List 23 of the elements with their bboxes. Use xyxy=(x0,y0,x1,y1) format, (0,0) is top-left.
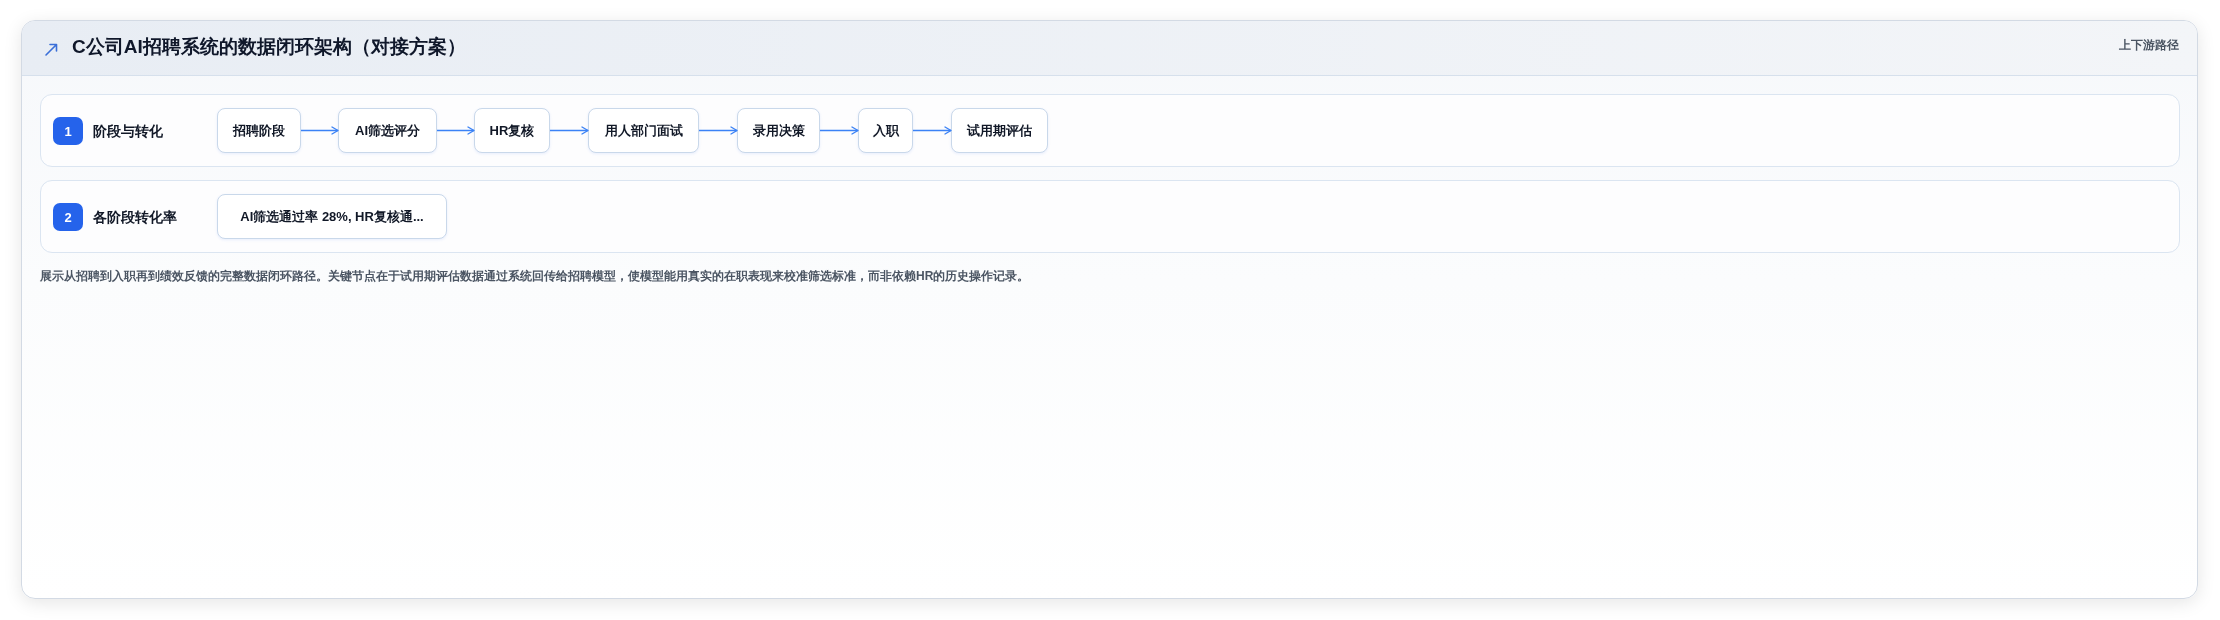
step-box: 用人部门面试 xyxy=(588,108,699,153)
header-link-text: 上下游路径 xyxy=(2119,37,2179,53)
row-panel xyxy=(40,94,2180,167)
arrow xyxy=(819,126,859,135)
step-box: 录用决策 xyxy=(737,108,820,153)
step-box: 招聘阶段 xyxy=(217,108,301,153)
step-box: 入职 xyxy=(858,108,913,153)
number-badge: 1 xyxy=(53,117,83,145)
caption: 展示从招聘到入职再到绩效反馈的完整数据闭环路径。关键节点在于试用期评估数据通过系统回传给招聘模型，使模型能用真实的在职表现来校准筛选标准，而非依赖HR的历史操作记录。 xyxy=(40,268,1030,284)
step-box: AI筛选评分 xyxy=(338,108,437,153)
arrow xyxy=(436,126,475,135)
arrow xyxy=(549,126,589,135)
step-box: HR复核 xyxy=(474,108,550,153)
row-panel xyxy=(40,180,2180,253)
title: C公司AI招聘系统的数据闭环架构（对接方案） xyxy=(72,35,466,59)
row-label: 各阶段转化率 xyxy=(93,207,177,226)
step-box: 试用期评估 xyxy=(951,108,1048,153)
number-badge: 2 xyxy=(53,203,83,231)
row-label: 阶段与转化 xyxy=(93,121,163,140)
arrow xyxy=(912,126,952,135)
arrow xyxy=(698,126,738,135)
step-box: AI筛选通过率 28%, HR复核通... xyxy=(217,194,447,239)
arrow xyxy=(300,126,339,135)
